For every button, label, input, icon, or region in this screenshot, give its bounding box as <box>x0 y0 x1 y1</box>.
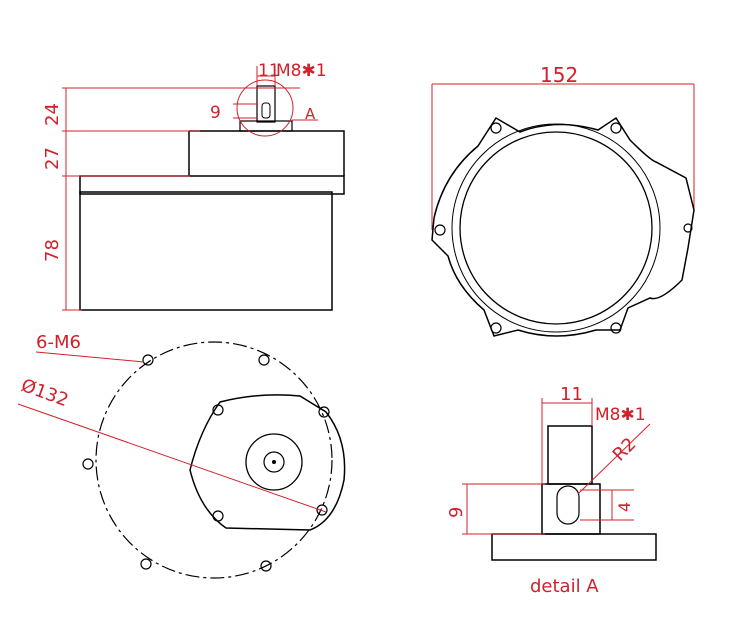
shaft <box>256 85 276 123</box>
flange-bolt-hole <box>610 122 622 134</box>
motor-band <box>79 175 345 195</box>
detail-a-circle <box>236 79 294 137</box>
housing-hole <box>212 510 224 522</box>
detail-dim-height: 9 <box>446 507 467 518</box>
flange-bolt-hole <box>490 122 502 134</box>
hub-inner <box>263 451 285 473</box>
detail-base-plate <box>491 533 657 561</box>
bottom-view: 6-M6 Ø132 <box>17 332 346 579</box>
front-view: 11 M8✱1 9 A 24 27 78 <box>42 61 345 311</box>
flange-bolt-hole <box>683 223 693 233</box>
detail-shaft-base <box>541 483 601 535</box>
flange-outer-ring <box>459 131 653 325</box>
flange-bolt-hole <box>434 224 446 236</box>
top-dim-width: 152 <box>540 63 578 87</box>
detail-marker: A <box>305 105 316 123</box>
detail-caption: detail A <box>530 576 599 597</box>
mount-hole <box>82 458 94 470</box>
motor-cap <box>188 130 345 176</box>
top-view: 152 <box>431 63 695 337</box>
flange-outline <box>431 116 695 337</box>
mount-hole <box>142 354 154 366</box>
housing-hole <box>212 404 224 416</box>
shaft-slot <box>261 102 271 119</box>
housing-outline <box>189 394 346 531</box>
detail-dim-width: 11 <box>560 384 583 405</box>
mount-hole <box>140 558 152 570</box>
flange-bolt-hole <box>490 322 502 334</box>
hub-outer <box>245 433 303 491</box>
height-body-label: 78 <box>42 239 63 262</box>
motor-body <box>79 191 333 311</box>
front-dim-width: 11 <box>258 61 280 81</box>
mount-hole <box>260 560 272 572</box>
bolt-circle <box>95 341 333 579</box>
detail-thread-label: M8✱1 <box>595 405 646 425</box>
hole-label: 6-M6 <box>36 332 81 353</box>
housing-hole <box>316 504 328 516</box>
height-mid-label: 27 <box>42 147 63 170</box>
detail-slot <box>556 485 580 525</box>
hub-center <box>272 460 276 464</box>
flange-bolt-hole <box>610 322 622 334</box>
front-thread-label: M8✱1 <box>276 61 327 81</box>
diameter-label: Ø132 <box>18 375 71 411</box>
housing-hole <box>318 406 330 418</box>
detail-view: 11 M8✱1 R2 9 4 detail A <box>446 384 657 597</box>
flange-inner-ring <box>451 123 661 333</box>
shaft-base <box>239 120 293 132</box>
front-dim-side: 9 <box>210 103 221 123</box>
height-top-label: 24 <box>42 103 63 126</box>
mount-hole <box>258 354 270 366</box>
detail-shaft <box>547 425 593 485</box>
detail-dim-slot: 4 <box>615 502 634 512</box>
